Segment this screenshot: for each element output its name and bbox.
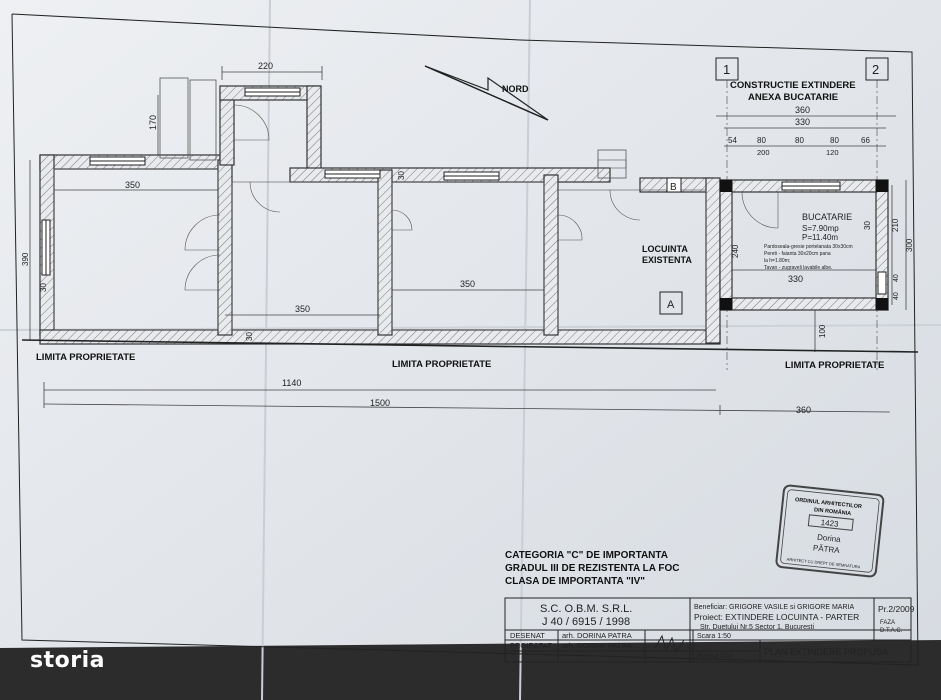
storia-watermark: storia	[30, 648, 105, 673]
drawing-border	[11, 13, 919, 666]
existing-house-label-1: LOCUINTA	[642, 244, 688, 254]
section-mark-a-label: A	[667, 299, 675, 311]
dim-40b: 40	[893, 292, 900, 300]
paper-fold	[519, 0, 531, 700]
axis-label-2: 2	[872, 62, 879, 77]
scale-label: Scara 1:50	[697, 633, 731, 640]
north-label: NORD	[502, 84, 529, 94]
phase-label: FAZA	[880, 620, 895, 626]
dim-360-bottom: 360	[796, 405, 811, 415]
dim-390: 390	[21, 252, 30, 266]
dim-120: 120	[826, 148, 839, 157]
stamp-name-1: Dorina	[817, 533, 842, 544]
fire-resistance-grade: GRADUL III DE REZISTENTA LA FOC	[505, 563, 679, 574]
kitchen-note-4: Tavan - zugraveli lavabile albe.	[764, 265, 832, 271]
section-mark-b	[666, 177, 682, 193]
property-limit-label-1: LIMITA PROPRIETATE	[36, 352, 135, 363]
property-limit-line	[21, 339, 919, 353]
dim-350-left: 350	[125, 180, 140, 190]
kitchen-perimeter: P=11.40m	[802, 233, 838, 242]
drawn-by-name: arh. DORINA PATRA	[562, 631, 632, 640]
north-arrow: NORD	[424, 65, 549, 121]
axis-label-1: 1	[723, 62, 730, 77]
dim-350-mid: 350	[295, 304, 310, 314]
dim-80a: 80	[757, 136, 766, 145]
extension-subtitle: ANEXA BUCATARIE	[748, 92, 838, 103]
company-registration: J 40 / 6915 / 1998	[542, 616, 630, 628]
dimension-170: 170	[148, 95, 159, 155]
dim-1500: 1500	[370, 398, 390, 408]
kitchen-room-name: BUCATARIE	[802, 212, 852, 222]
title-block: S.C. O.B.M. S.R.L. J 40 / 6915 / 1998 Be…	[504, 597, 915, 663]
dim-330-top: 330	[795, 117, 810, 127]
dim-170: 170	[148, 115, 158, 130]
project-name: Proiect: EXTINDERE LOCUINTA - PARTER	[694, 612, 859, 622]
table-edge	[0, 640, 941, 700]
dim-220: 220	[258, 61, 273, 71]
phase-value: D.T.A.C.	[880, 628, 903, 634]
project-address: Str. Duetului Nr.5 Sector 1, Bucuresti	[700, 624, 814, 631]
dim-360-top: 360	[795, 105, 810, 115]
importance-class: CLASA DE IMPORTANTA "IV"	[505, 576, 645, 587]
existing-house-label-2: EXISTENTA	[642, 255, 692, 265]
drawing-title: PLAN EXTINDERE PROPUSA	[764, 647, 888, 657]
dim-350-right: 350	[460, 279, 475, 289]
drawn-by-label: DESENAT	[510, 631, 545, 640]
dim-66: 66	[861, 136, 870, 145]
dim-80c: 80	[830, 136, 839, 145]
section-mark-b-label: B	[670, 182, 677, 193]
dim-300: 300	[905, 238, 914, 252]
extension-title: CONSTRUCTIE EXTINDERE	[730, 80, 856, 91]
section-mark-a	[659, 291, 683, 315]
company-name: S.C. O.B.M. S.R.L.	[540, 603, 632, 615]
sheet-number: Plansa A02	[697, 653, 733, 660]
dim-40a: 40	[893, 274, 900, 282]
dim-210: 210	[891, 218, 900, 232]
kitchen-note-1: Pardoseala-gresie portelanata 30x30cm	[764, 244, 853, 250]
signature	[654, 634, 685, 654]
dim-100: 100	[818, 324, 827, 338]
dim-330-kitchen: 330	[788, 274, 803, 284]
project-number: Pr.2/2009	[878, 604, 915, 614]
dim-200: 200	[757, 148, 770, 157]
beneficiary: Beneficiar: GRIGORE VASILE si GRIGORE MA…	[694, 604, 854, 611]
kitchen-note-2: Pereti - faianta 30x20cm pana	[764, 251, 831, 257]
dim-line	[43, 403, 891, 413]
stamp-line-2: DIN ROMÂNIA	[814, 506, 852, 517]
dim-30-left: 30	[39, 283, 48, 292]
kitchen-area: S=7.90mp	[802, 224, 839, 233]
stamp-number: 1423	[820, 518, 839, 529]
importance-category: CATEGORIA "C" DE IMPORTANTA	[505, 550, 668, 561]
dim-80b: 80	[795, 136, 804, 145]
kitchen-note-3: la h=1.80m;	[764, 258, 790, 264]
paper-fold	[261, 0, 271, 700]
paper-fold	[0, 324, 941, 331]
dim-54: 54	[728, 136, 737, 145]
dim-30-kitchen: 30	[863, 221, 872, 230]
dim-30-mid: 30	[397, 171, 406, 180]
dimension-220: 220	[221, 61, 323, 80]
stamp-name-2: PĂTRA	[813, 543, 841, 555]
designed-by-label: PROIECTAT	[510, 641, 552, 650]
dim-1140: 1140	[282, 378, 301, 388]
dim-240: 240	[731, 244, 740, 258]
dim-30-bottom: 30	[245, 332, 254, 341]
property-limit-label-3: LIMITA PROPRIETATE	[785, 360, 884, 371]
extension-dimensions: 360 330 54 80 200 80 80 120 66	[716, 105, 896, 157]
property-limit-label-2: LIMITA PROPRIETATE	[392, 359, 491, 370]
kitchen-extension	[719, 179, 889, 311]
designed-by-name: arh. DORINA PATRA	[562, 641, 632, 650]
